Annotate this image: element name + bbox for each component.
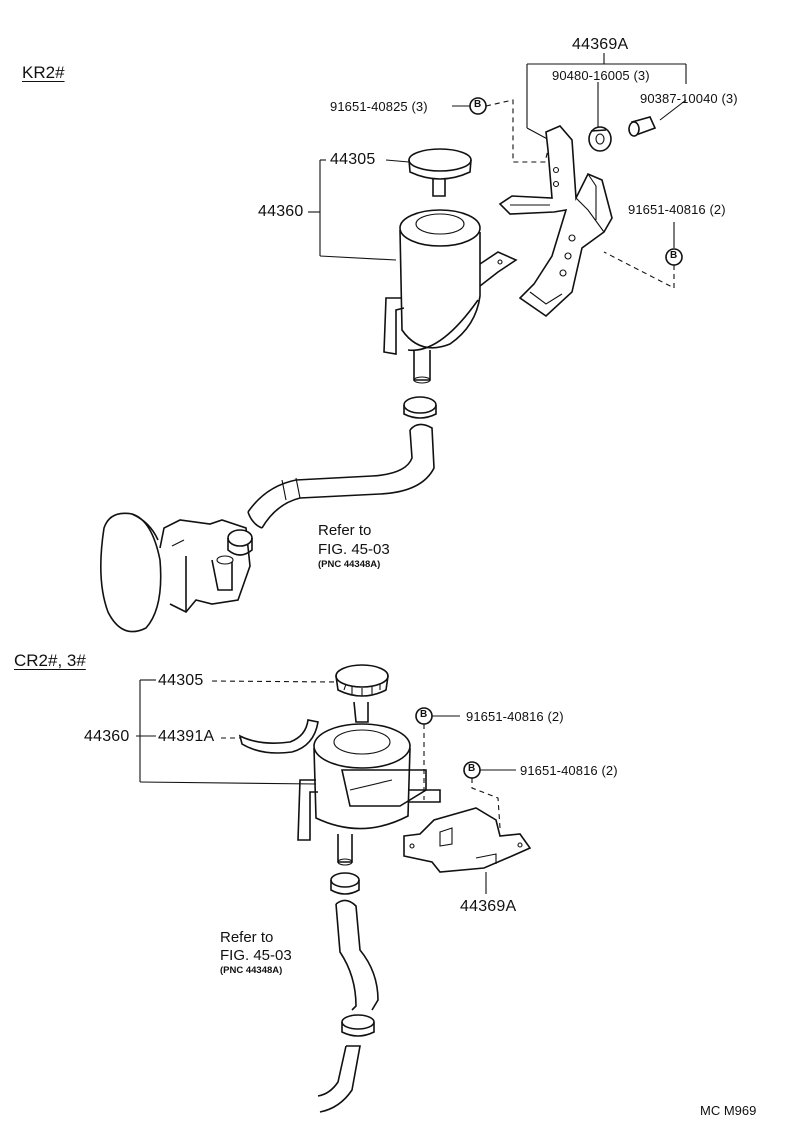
leader-44305-44360-top (308, 159, 410, 261)
section-label-kr2: KR2# (22, 63, 65, 82)
bracket-44369a-top (498, 125, 613, 318)
part-label-44369a-bottom: 44369A (460, 898, 517, 915)
part-label-44305-bottom: 44305 (158, 672, 204, 689)
collar-90387 (628, 116, 657, 137)
leader-bottom-left (136, 679, 337, 785)
fig-ref-top: FIG. 45-03 (318, 541, 390, 558)
pnc-ref-bottom: (PNC 44348A) (220, 965, 283, 976)
clamp-bottom (330, 872, 360, 895)
badge-b-top-1: B (474, 99, 482, 110)
clamp-top (403, 396, 437, 419)
grommet-90480 (588, 126, 612, 152)
part-label-44369a-top: 44369A (572, 36, 629, 53)
cap-44305-bottom (335, 664, 389, 723)
part-label-44360-top: 44360 (258, 203, 304, 220)
part-label-90480-16005: 90480-16005 (3) (552, 68, 650, 83)
badge-b-top-2: B (670, 250, 678, 261)
section-label-cr2-3: CR2#, 3# (14, 651, 86, 670)
leader-91651-bottom-b (463, 761, 516, 829)
pnc-ref-top: (PNC 44348A) (318, 559, 381, 570)
part-label-44305-top: 44305 (330, 151, 376, 168)
part-label-44360-bottom: 44360 (84, 728, 130, 745)
leader-44369a-top (526, 53, 687, 143)
leader-91651-40825 (452, 97, 549, 163)
badge-b-bottom-2: B (468, 763, 476, 774)
hose-bottom (317, 899, 379, 1113)
bracket-44369a-bottom (403, 807, 532, 894)
part-label-44391a: 44391A (158, 728, 215, 745)
hose-top (247, 423, 435, 529)
band-44391a (238, 719, 319, 754)
refer-to-top: Refer to (318, 522, 372, 539)
corner-code: MC M969 (700, 1103, 757, 1118)
refer-to-bottom: Refer to (220, 929, 274, 946)
part-label-91651-40816-bottom-a: 91651-40816 (2) (466, 709, 564, 724)
part-label-91651-40816-top: 91651-40816 (2) (628, 202, 726, 217)
reservoir-44360-top (383, 209, 518, 384)
part-label-91651-40825: 91651-40825 (3) (330, 99, 428, 114)
part-label-90387-10040: 90387-10040 (3) (640, 91, 738, 106)
leader-91651-40816-top (603, 222, 683, 289)
part-label-91651-40816-bottom-b: 91651-40816 (2) (520, 763, 618, 778)
fig-ref-bottom: FIG. 45-03 (220, 947, 292, 964)
pump-top (100, 512, 253, 633)
leader-91651-bottom-a (415, 707, 460, 800)
badge-b-bottom-1: B (420, 709, 428, 720)
reservoir-44360-bottom (297, 723, 441, 866)
cap-44305-top (408, 148, 472, 197)
